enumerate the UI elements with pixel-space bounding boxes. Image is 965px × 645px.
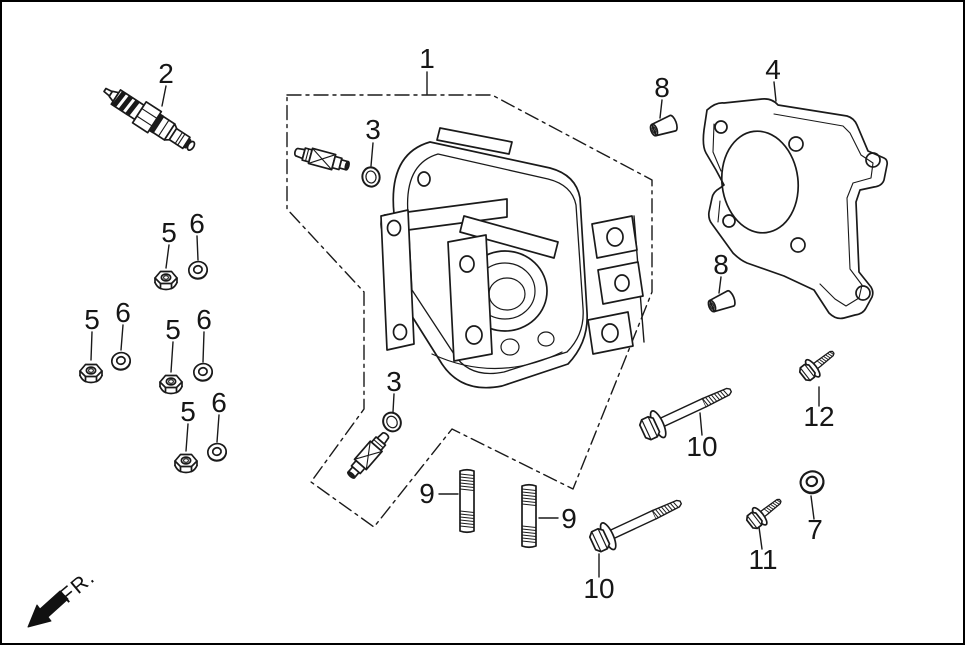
phantom-boundary (286, 94, 653, 528)
stud-drawing (459, 468, 475, 534)
callout-label-5: 5 (161, 217, 177, 248)
callout-label-2: 2 (158, 58, 174, 89)
callout-label-6: 6 (115, 297, 131, 328)
callout-label-5: 5 (84, 304, 100, 335)
callout-label-1: 1 (419, 43, 435, 74)
hex-nut-drawing (79, 363, 103, 384)
fr-direction-arrow-icon (27, 590, 69, 628)
o-ring-upper-drawing (359, 165, 383, 189)
callout-label-11: 11 (748, 544, 778, 575)
sealing-cap-upper-drawing (647, 113, 680, 140)
leader-lines (90, 71, 820, 578)
callout-label-6: 6 (196, 304, 212, 335)
washer-drawing (109, 350, 133, 373)
callout-label-9: 9 (561, 503, 577, 534)
callout-label-7: 7 (807, 514, 823, 545)
callout-label-3: 3 (365, 114, 381, 145)
cylinder-head-drawing (380, 127, 645, 389)
flange-bolt-long-drawing (585, 488, 688, 558)
washer-drawing (205, 441, 229, 464)
hex-nut-drawing (159, 374, 183, 395)
valve-adjuster-upper-drawing (292, 143, 352, 175)
cylinder-gasket-drawing (702, 98, 889, 320)
callout-label-10: 10 (686, 431, 718, 462)
flange-bolt-short-drawing (742, 491, 788, 534)
callout-label-3: 3 (386, 366, 402, 397)
washer-drawing (191, 361, 215, 384)
callout-label-5: 5 (165, 314, 181, 345)
o-ring-lower-drawing (378, 408, 406, 436)
callout-label-12: 12 (803, 401, 835, 432)
callout-label-6: 6 (189, 208, 205, 239)
callout-label-8: 8 (713, 249, 729, 280)
flange-bolt-short-drawing (795, 343, 841, 386)
sealing-cap-lower-drawing (705, 288, 738, 316)
callout-label-8: 8 (654, 72, 670, 103)
washer-7-drawing (796, 467, 828, 498)
callout-label-10: 10 (583, 573, 615, 604)
callout-label-9: 9 (419, 478, 435, 509)
callout-label-6: 6 (211, 387, 227, 418)
stud-drawing (521, 483, 537, 549)
callout-label-4: 4 (765, 54, 781, 85)
hex-nut-drawing (174, 453, 198, 474)
valve-adjuster-lower-drawing (343, 428, 394, 483)
hex-nut-drawing (154, 270, 178, 291)
washer-drawing (186, 259, 210, 282)
spark-plug-drawing (103, 87, 196, 151)
callout-label-5: 5 (180, 396, 196, 427)
